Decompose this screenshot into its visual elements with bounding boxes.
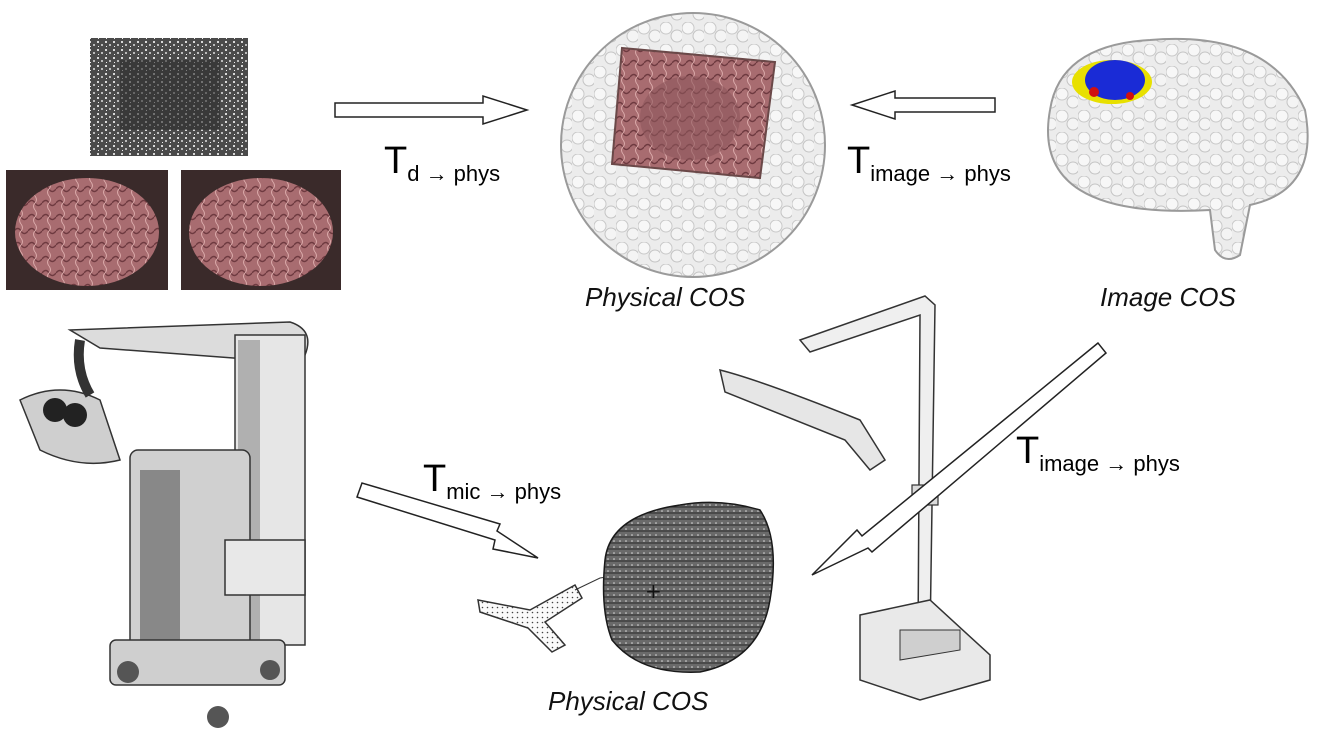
- label-t-image-phys-top-subscript: image → phys: [870, 161, 1011, 186]
- brain-physical-top: [561, 13, 825, 277]
- depth-map-image: [90, 38, 248, 156]
- label-t-mic-phys: Tmic → phys: [423, 458, 561, 501]
- label-t-image-phys-diag: Timage → phys: [1016, 430, 1180, 473]
- navigation-camera-stand: [720, 296, 990, 700]
- label-t-image-phys-top: Timage → phys: [847, 140, 1011, 183]
- arrow-d-to-phys: [335, 96, 527, 124]
- caption-physical-cos-bottom: Physical COS: [548, 686, 708, 717]
- scanned-head: +: [604, 502, 774, 672]
- caption-image-cos: Image COS: [1100, 282, 1236, 313]
- surgical-microscope-stand: [20, 322, 308, 728]
- pointer-tool: [478, 575, 620, 652]
- label-t-mic-phys-symbol: T: [423, 458, 446, 500]
- label-t-d-phys-symbol: T: [384, 140, 407, 182]
- label-t-image-phys-top-symbol: T: [847, 140, 870, 182]
- svg-text:+: +: [645, 579, 662, 603]
- label-t-d-phys: Td → phys: [384, 140, 500, 183]
- label-t-mic-phys-subscript: mic → phys: [446, 479, 561, 504]
- arrow-image-to-phys-top: [852, 91, 995, 119]
- microscope-view-right: [181, 170, 341, 290]
- label-t-d-phys-subscript: d → phys: [407, 161, 500, 186]
- label-t-image-phys-diag-subscript: image → phys: [1039, 451, 1180, 476]
- label-t-image-phys-diag-symbol: T: [1016, 430, 1039, 472]
- brain-image-model: [1048, 39, 1308, 259]
- microscope-view-left: [6, 170, 168, 290]
- caption-physical-cos-top: Physical COS: [585, 282, 745, 313]
